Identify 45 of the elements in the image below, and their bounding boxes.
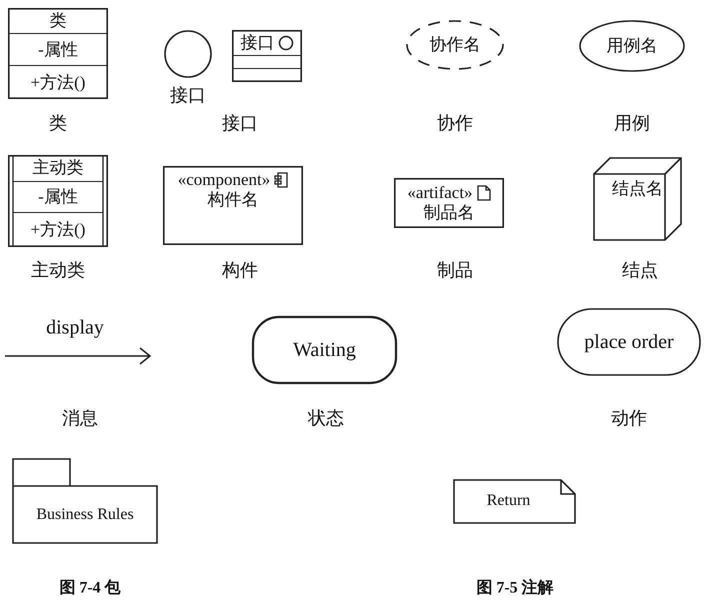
node-text: 制品名 [424,203,474,223]
node-text: 用例名 [606,36,658,56]
class-box [8,8,108,99]
component-box [163,166,303,245]
caption: 类 [49,112,67,135]
artifact-box [394,178,504,228]
node-text: 结点名 [612,179,663,199]
compartment-text: +方法() [30,220,86,240]
caption: 消息 [62,407,98,430]
node-cube [593,157,682,241]
active-class-box [8,155,108,247]
compartment-text: -属性 [38,187,78,207]
compartment-text: 接口 [240,32,274,52]
use-case-ellipse [579,20,685,72]
package-shape [12,458,158,544]
figure-caption: 图 7-4 包 [59,578,121,598]
state-box [252,316,397,384]
compartment-text: +方法() [30,72,86,92]
node-text: place order [584,330,674,354]
caption: 用例 [614,112,650,135]
caption: 结点 [622,259,658,282]
node-text: Business Rules [36,506,134,524]
node-text: Return [486,492,530,511]
node-text: Waiting [293,338,356,362]
caption: 主动类 [31,259,85,282]
caption: 状态 [308,407,344,430]
node-text: 构件名 [208,190,258,210]
figure-caption: 图 7-5 注解 [476,578,554,598]
compartment-text: 类 [50,10,66,30]
message-label: display [46,316,104,340]
collaboration-ellipse [406,20,504,70]
interface-box [232,30,302,82]
node-text: «artifact» [407,183,473,203]
caption: 构件 [222,259,258,282]
interface-circle [164,30,212,78]
compartment-text: 主动类 [32,158,84,178]
caption: 制品 [437,259,473,282]
caption: 接口 [170,84,206,107]
caption: 动作 [611,407,647,430]
note-shape [453,479,576,524]
compartment-text: -属性 [38,40,78,60]
node-text: 协作名 [430,35,480,55]
caption: 接口 [222,112,258,135]
caption: 协作 [437,112,473,135]
node-text: «component» [178,170,270,190]
